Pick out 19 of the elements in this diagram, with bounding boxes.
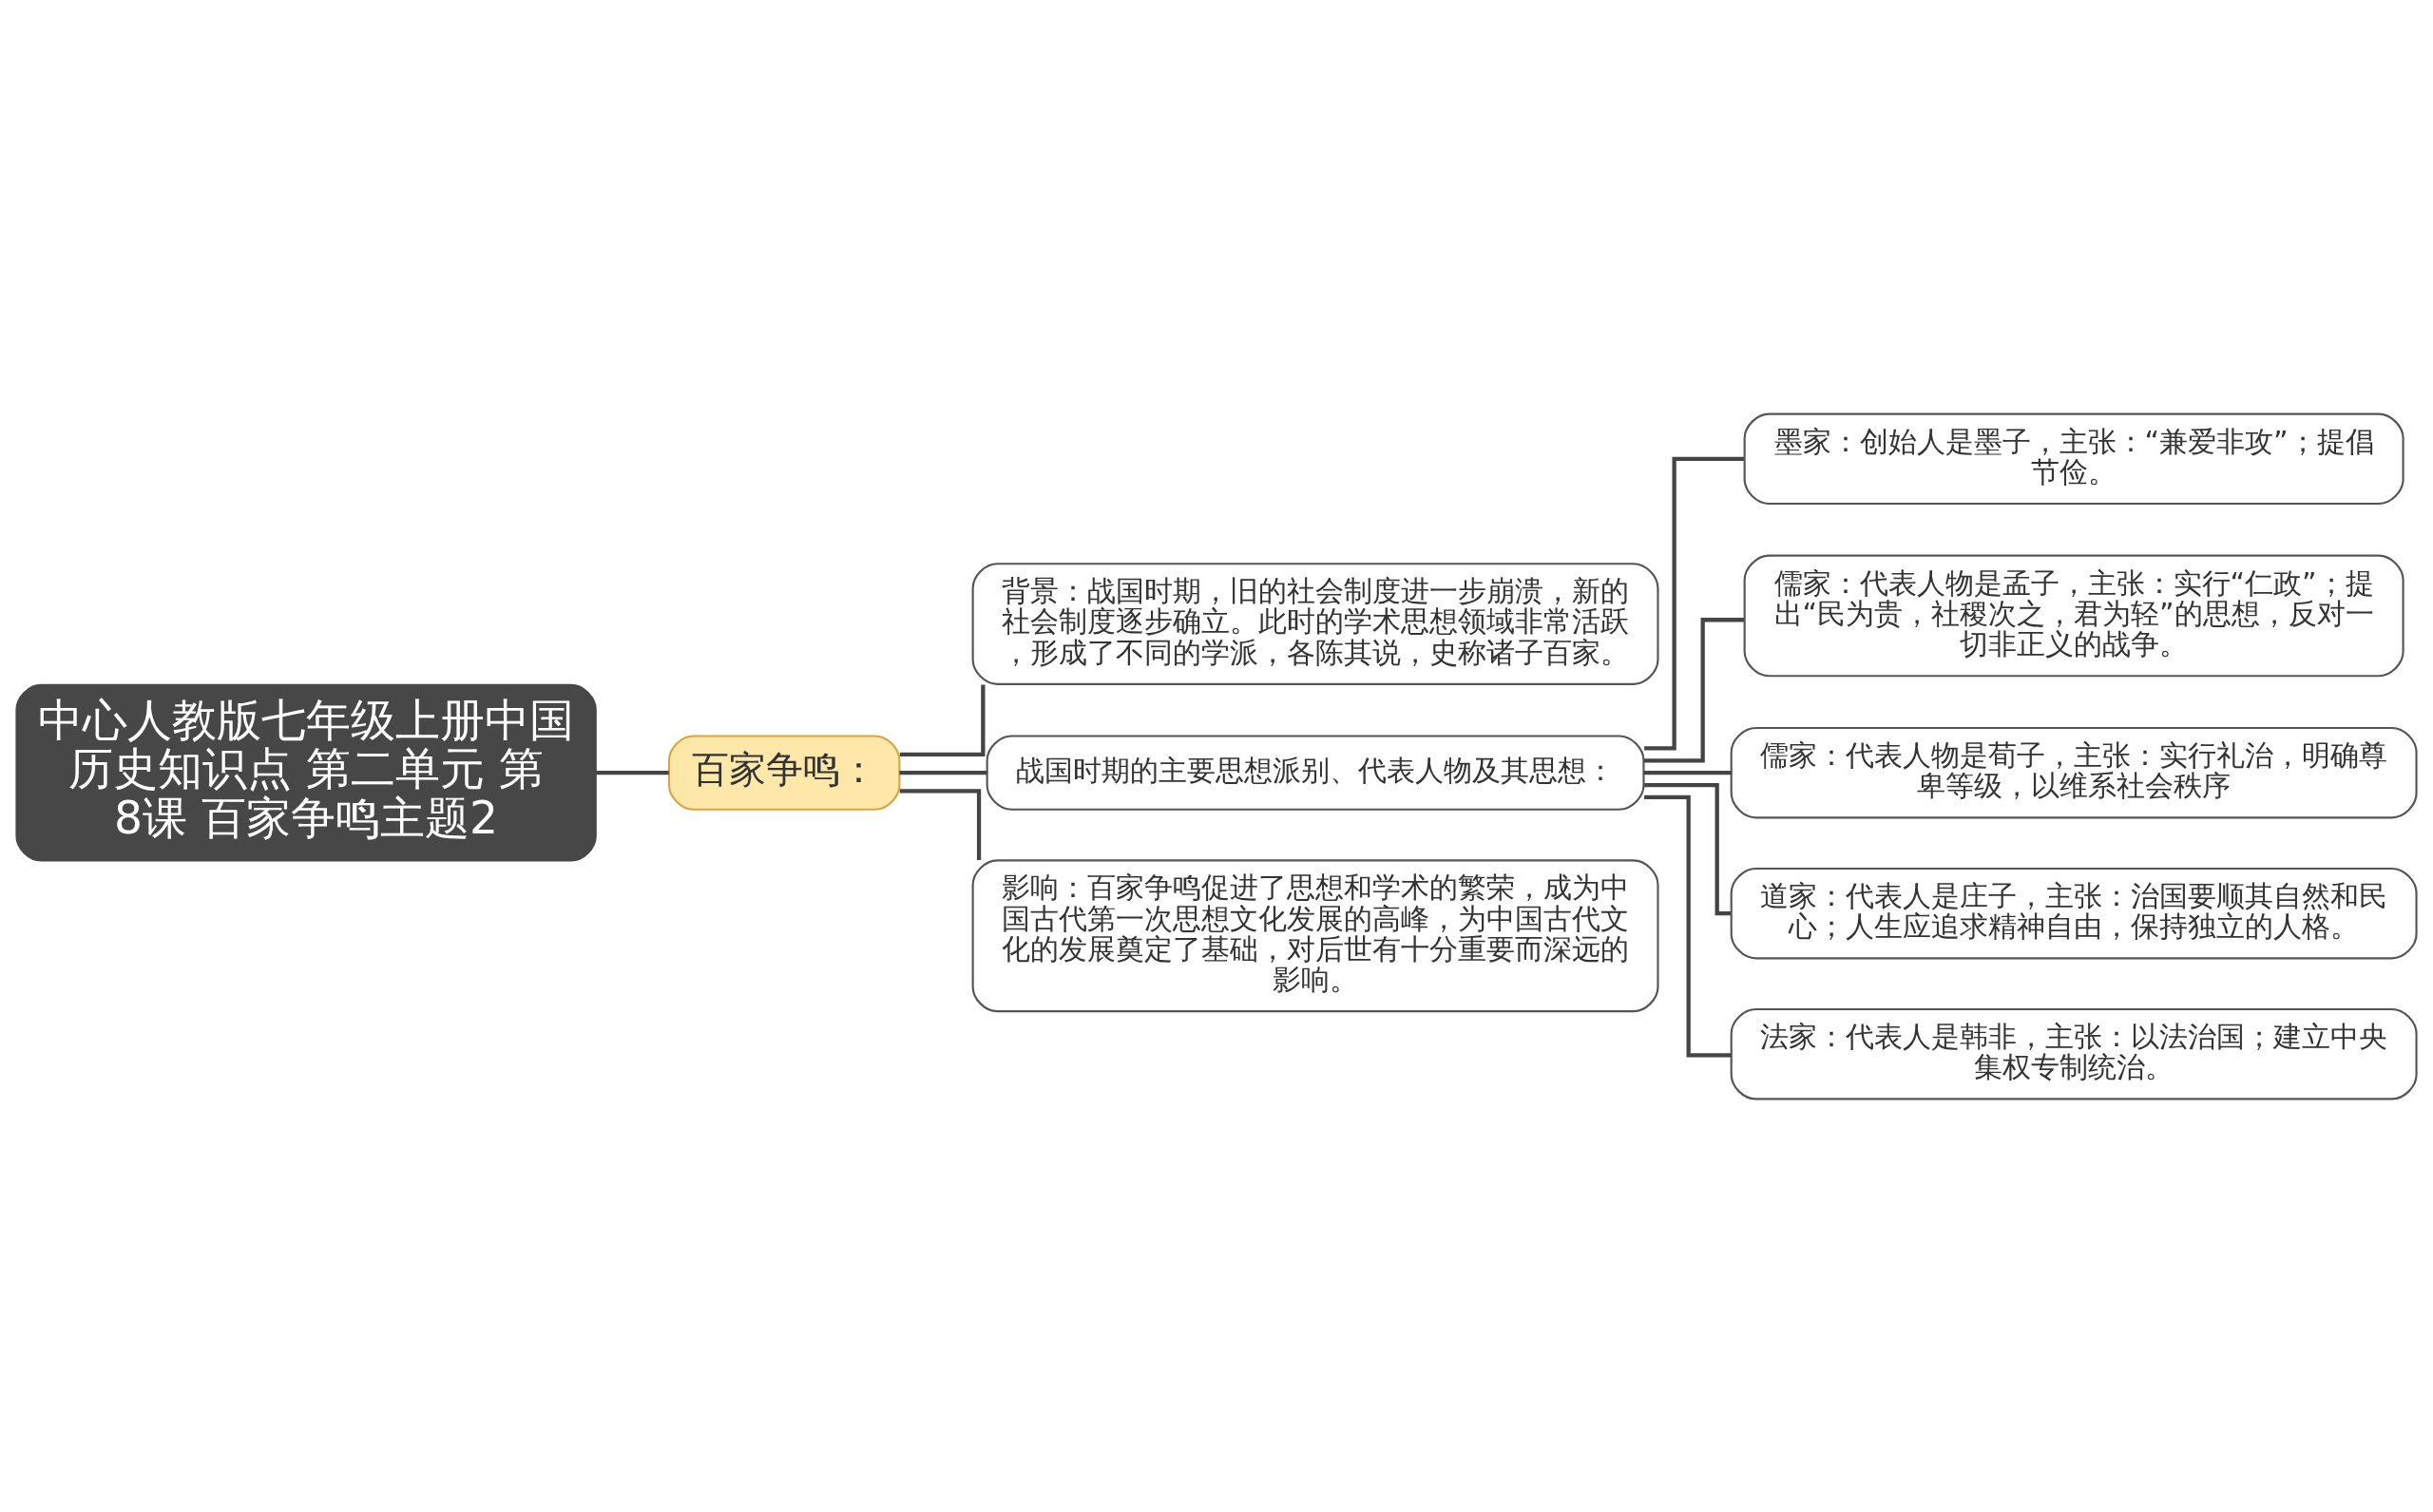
connector <box>1644 782 1731 915</box>
connector <box>1643 770 1732 775</box>
node-box: 影响：百家争鸣促进了思想和学术的繁荣，成为中国古代第一次思想文化发展的高峰，为中国古代文化的发展奠定了基础，对后世有十分重要而深远的影响。 <box>971 858 1659 1012</box>
node-box: 儒家：代表人物是孟子，主张：实行“仁政”；提出“民为贵，社稷次之，君为轻”的思想，反对一切非正义的战争。 <box>1743 554 2404 677</box>
node-box: 中心人教版七年级上册中国历史知识点 第二单元 第8课 百家争鸣主题2 <box>15 683 597 861</box>
node-box: 墨家：创始人是墨子，主张：“兼爱非攻”；提倡节俭。 <box>1743 412 2404 505</box>
connector <box>1643 617 1744 762</box>
connector <box>596 770 669 775</box>
connector <box>899 770 987 775</box>
node-box: 战国时期的主要思想派别、代表人物及其思想： <box>986 734 1645 811</box>
node-box: 儒家：代表人物是荀子，主张：实行礼治，明确尊卑等级，以维系社会秩序 <box>1730 726 2418 818</box>
node-box: 背景：战国时期，旧的社会制度进一步崩溃，新的社会制度逐步确立。此时的学术思想领域非常活跃，形成了不同的学派，各陈其说，史称诸子百家。 <box>971 562 1659 685</box>
connector <box>899 683 986 756</box>
node-box: 道家：代表人是庄子，主张：治国要顺其自然和民心；人生应追求精神自由，保持独立的人格。 <box>1730 867 2418 959</box>
connector <box>1644 456 1744 751</box>
node-box: 法家：代表人是韩非，主张：以法治国；建立中央集权专制统治。 <box>1730 1007 2418 1100</box>
connector <box>1644 794 1732 1057</box>
connector <box>899 788 982 860</box>
node-box: 百家争鸣： <box>667 734 901 811</box>
